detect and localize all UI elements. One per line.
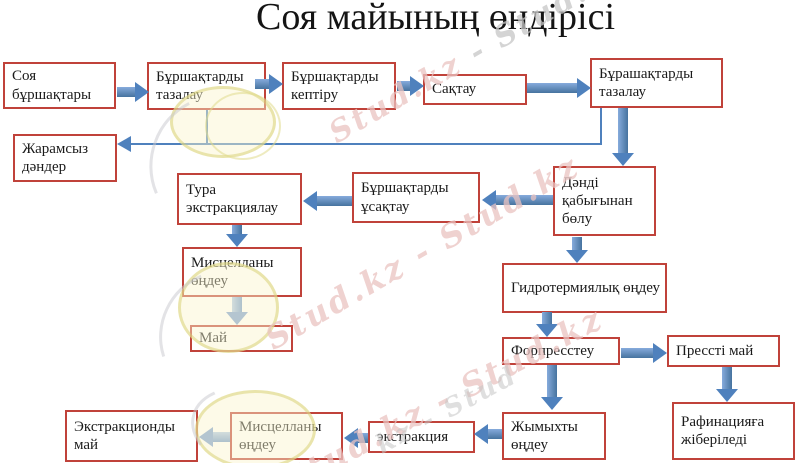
node-miscella-processing-2: Мисцелланы өңдеу [230, 412, 343, 460]
node-soy-beans-label: Соя бұршақтары [12, 68, 92, 103]
node-miscella-processing-label: Мисцелланы өңдеу [191, 254, 274, 289]
node-refining: Рафинацияға жіберіледі [672, 402, 795, 460]
return-arrowhead-icon [117, 136, 131, 152]
node-soy-beans: Соя бұршақтары [3, 62, 116, 109]
node-storage: Сақтау [423, 74, 527, 105]
node-bean-cleaning-2-label: Бұрашақтарды тазалау [599, 65, 694, 100]
arrow-cake-to-extraction [474, 424, 502, 444]
arrow-crushing-to-direct-extraction [303, 191, 352, 211]
node-refining-label: Рафинацияға жіберіледі [681, 413, 765, 448]
connector-clean2-down [600, 108, 602, 145]
arrow-soy-to-cleaning [117, 82, 149, 102]
node-direct-extraction-label: Тура экстракциялау [186, 181, 279, 216]
node-bean-drying-label: Бұршақтарды кептіру [291, 68, 379, 103]
arrow-dehulling-to-hydrothermal [566, 237, 588, 263]
node-cake-processing: Жымыхты өңдеу [502, 412, 606, 460]
node-storage-label: Сақтау [432, 81, 477, 98]
node-extraction: экстракция [368, 421, 475, 453]
node-miscella-processing: Мисцелланы өңдеу [182, 247, 302, 297]
arrow-extraction-to-miscella2 [344, 428, 368, 448]
node-extraction-oil-label: Экстракционды май [74, 418, 175, 453]
arrow-cleaning2-to-dehulling [612, 108, 634, 166]
connector-clean1-down [206, 110, 208, 145]
node-bean-cleaning-2: Бұрашақтарды тазалау [590, 58, 723, 108]
node-seed-dehulling: Дәнді қабығынан бөлу [553, 166, 656, 236]
page-title: Соя майының өндірісі [256, 0, 616, 38]
node-bean-crushing-label: Бұршақтарды ұсақтау [361, 180, 449, 215]
node-bean-cleaning: Бұршақтарды тазалау [147, 62, 266, 110]
node-bean-drying: Бұршақтарды кептіру [282, 62, 396, 110]
node-extraction-label: экстракция [377, 428, 449, 445]
node-extraction-oil: Экстракционды май [65, 410, 198, 462]
arrow-miscella2-to-extraction-oil [199, 427, 230, 447]
arrow-dehulling-to-crushing [482, 190, 553, 210]
arrow-cleaning-to-drying [255, 74, 283, 94]
arrow-press-oil-to-refining [716, 367, 738, 402]
arrow-storage-to-cleaning2 [527, 78, 591, 98]
arrow-drying-to-storage [397, 76, 424, 96]
node-hydrothermal-processing-label: Гидротермиялық өңдеу [511, 279, 661, 296]
node-seed-dehulling-label: Дәнді қабығынан бөлу [562, 174, 633, 228]
node-bean-cleaning-label: Бұршақтарды тазалау [156, 68, 244, 103]
node-forepressing: Форпресстеу [502, 337, 620, 365]
arrow-forepressing-to-press-oil [621, 343, 667, 363]
node-cake-processing-label: Жымыхты өңдеу [511, 418, 578, 453]
node-bean-crushing: Бұршақтарды ұсақтау [352, 172, 480, 223]
node-rejected-seeds: Жарамсыз дәндер [13, 134, 117, 182]
node-hydrothermal-processing: Гидротермиялық өңдеу [502, 263, 667, 313]
node-press-oil-label: Прессті май [676, 342, 754, 359]
node-oil-label: Май [199, 330, 228, 347]
arrow-hydrothermal-to-forepressing [536, 312, 558, 337]
node-miscella-processing-2-label: Мисцелланы өңдеу [239, 418, 322, 453]
connector-return-horizontal [124, 143, 602, 145]
node-rejected-seeds-label: Жарамсыз дәндер [22, 140, 89, 175]
arrow-direct-extraction-to-miscella [226, 225, 248, 247]
node-forepressing-label: Форпресстеу [511, 342, 595, 359]
node-press-oil: Прессті май [667, 335, 780, 367]
arrow-miscella-to-oil [226, 297, 248, 325]
arrow-forepressing-to-cake [541, 365, 563, 410]
node-oil: Май [190, 325, 293, 352]
node-direct-extraction: Тура экстракциялау [177, 173, 302, 225]
